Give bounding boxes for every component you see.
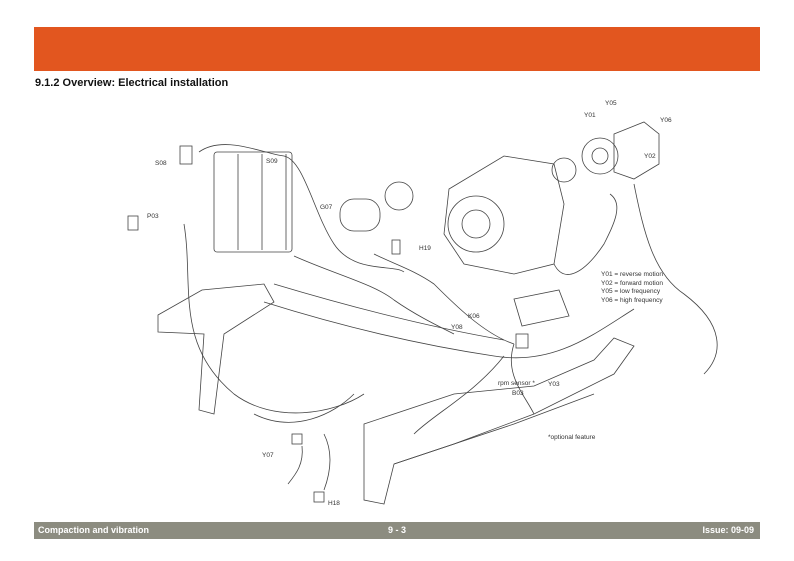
label-y03: Y03	[548, 381, 560, 388]
label-b03: B03	[512, 390, 524, 397]
label-y07: Y07	[262, 452, 274, 459]
label-h18: H18	[328, 500, 340, 507]
label-y01: Y01	[584, 112, 596, 119]
footer-page-number: 9 - 3	[387, 525, 406, 535]
header-bar	[34, 27, 760, 71]
label-h19: H19	[419, 245, 431, 252]
legend-item: Y06 = high frequency	[601, 296, 663, 304]
valve-legend: Y01 = reverse motion Y02 = forward motio…	[601, 271, 663, 305]
label-y06: Y06	[660, 117, 672, 124]
label-k06: K06	[468, 313, 480, 320]
legend-item: Y01 = reverse motion	[601, 271, 663, 278]
label-y05: Y05	[605, 100, 617, 107]
legend-item: Y02 = forward motion	[601, 279, 663, 287]
footer-section-name: Compaction and vibration	[38, 525, 150, 535]
label-s09: S09	[266, 158, 278, 165]
label-s08: S08	[155, 160, 167, 167]
label-y02: Y02	[644, 153, 656, 160]
footer-bar: Compaction and vibration 9 - 3 Issue: 09…	[34, 522, 760, 539]
electrical-installation-drawing	[127, 121, 718, 505]
label-g07: G07	[320, 204, 333, 211]
footer-issue: Issue: 09-09	[702, 525, 754, 535]
legend-item: Y05 = low frequency	[601, 288, 661, 295]
section-title: 9.1.2 Overview: Electrical installation	[35, 77, 229, 89]
label-p03: P03	[147, 213, 159, 220]
label-rpm-sensor: rpm sensor *	[498, 380, 535, 387]
optional-feature-note: *optional feature	[548, 434, 596, 441]
label-y08: Y08	[451, 324, 463, 331]
